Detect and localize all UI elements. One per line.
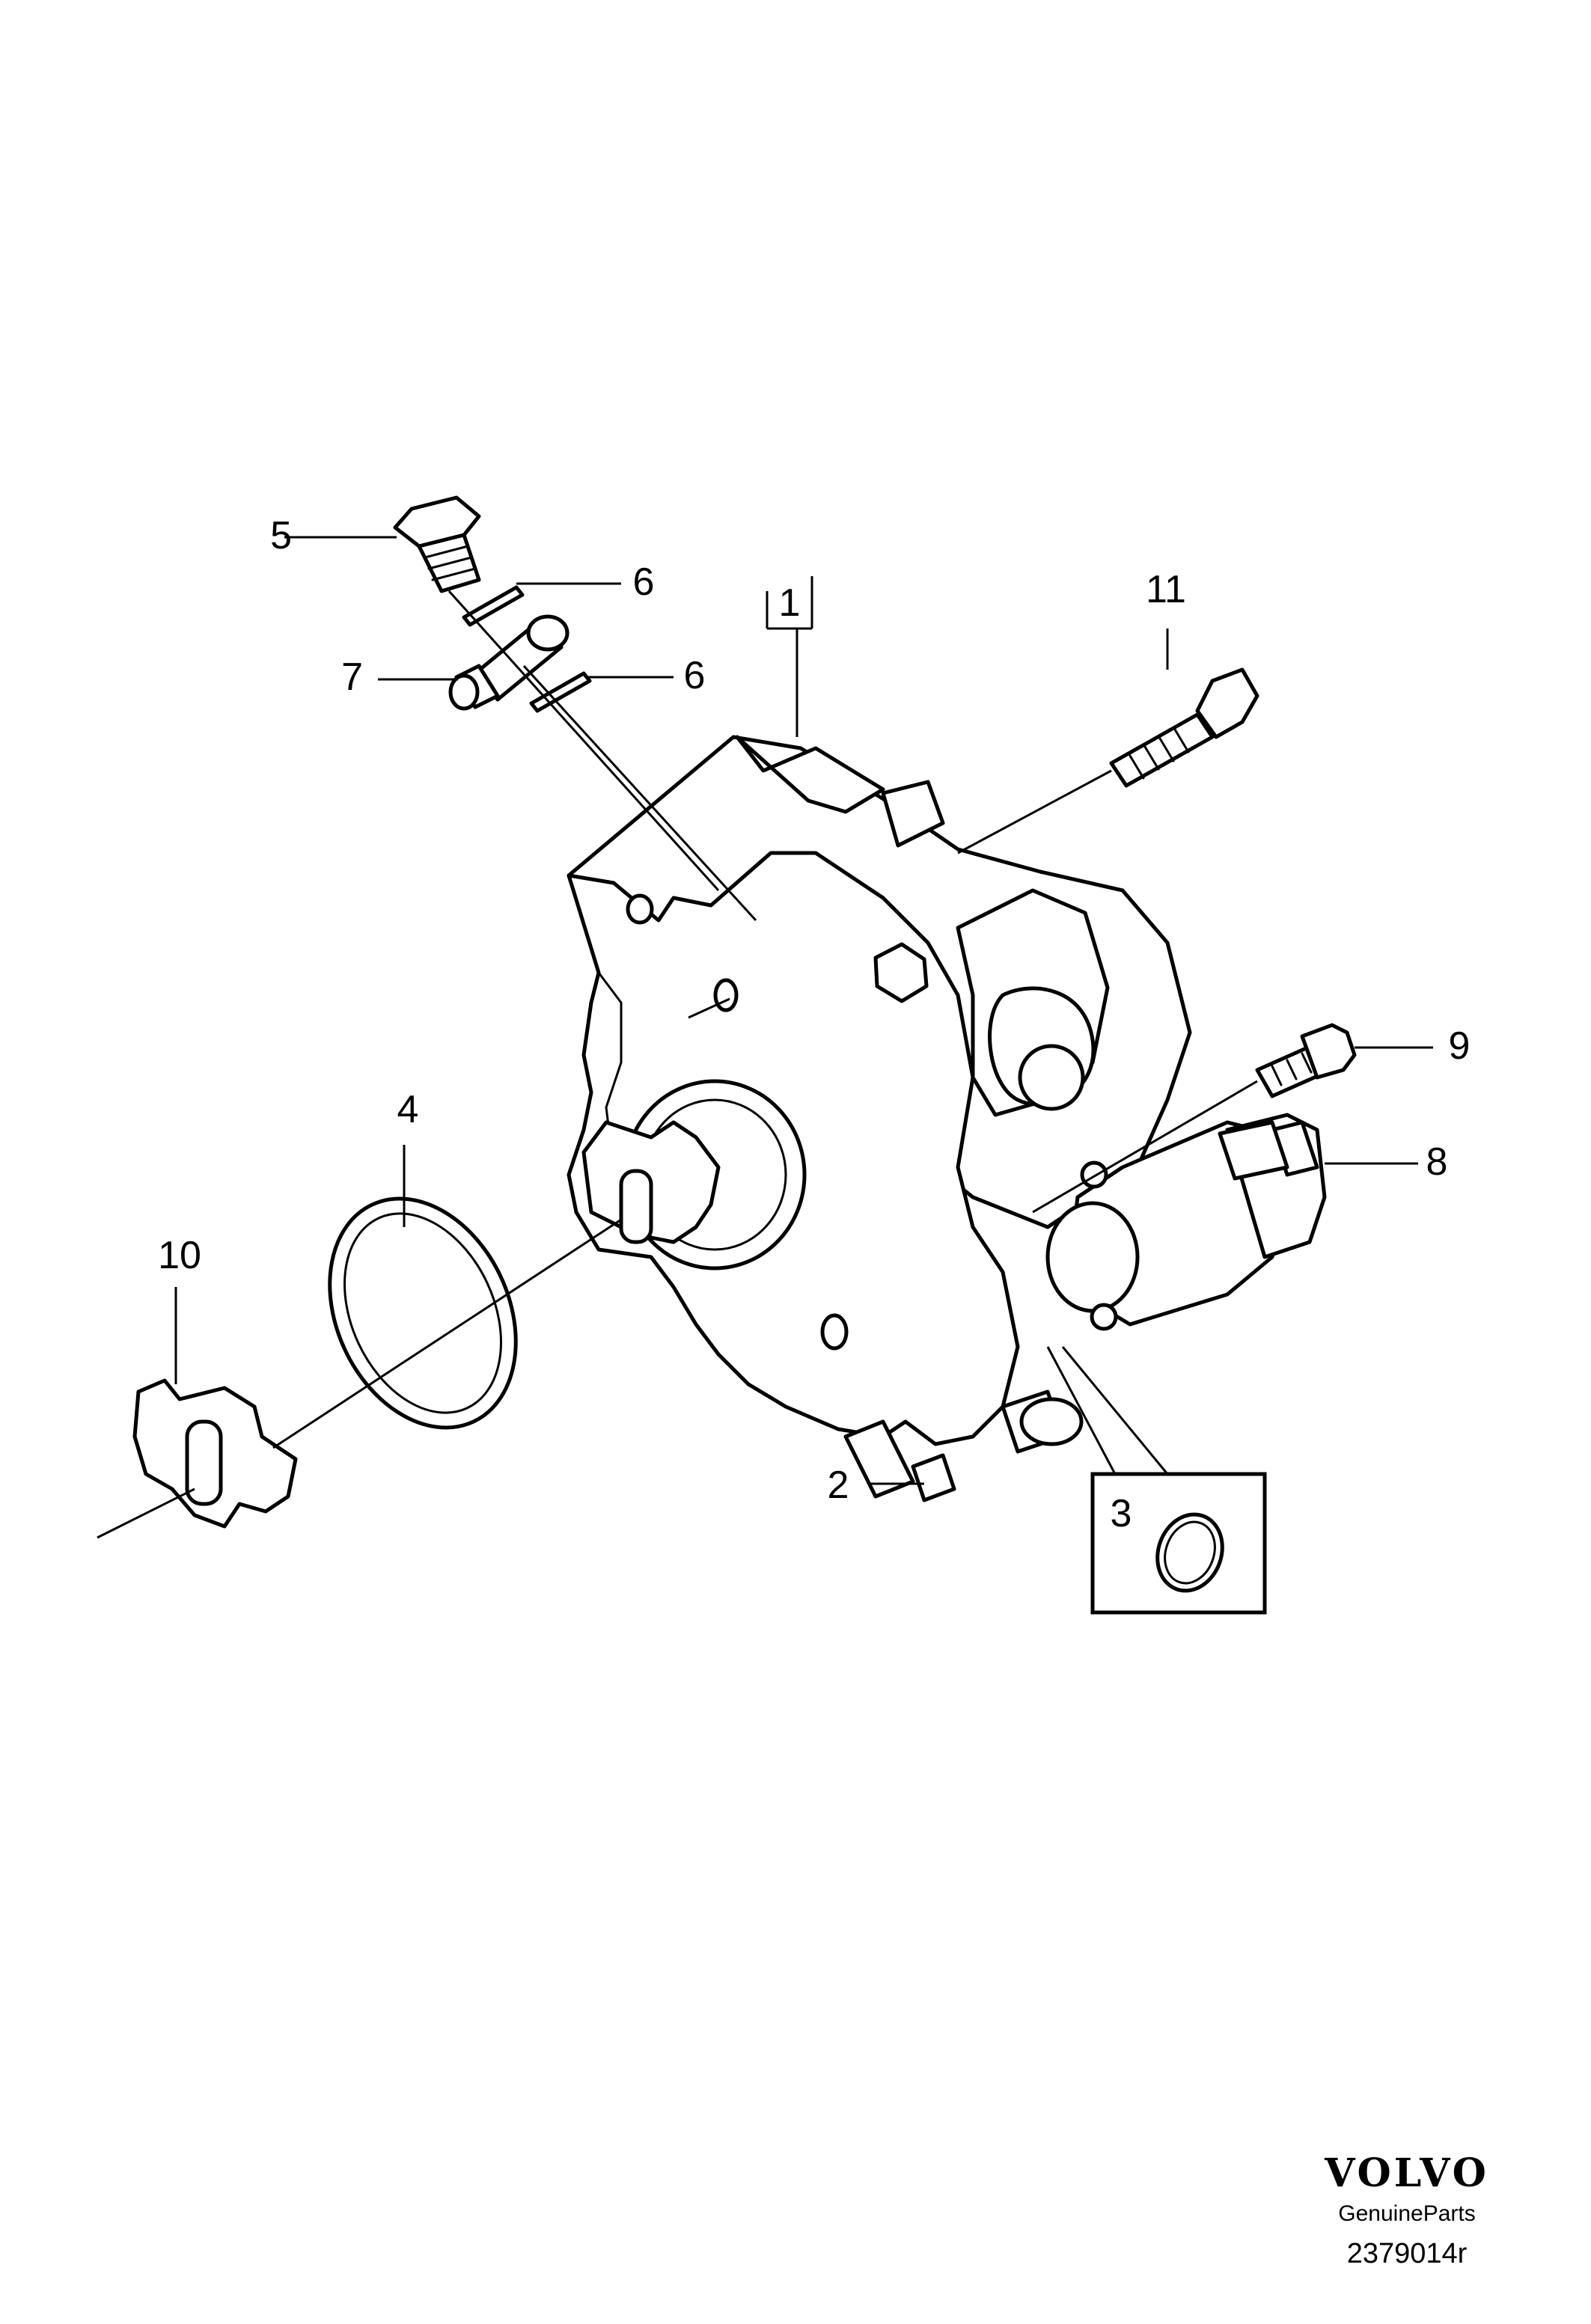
callout-labels: 1 2 3 4 5 6 6 7 8 9 10 11 xyxy=(158,514,1470,1535)
connector-nipple xyxy=(448,614,569,711)
callout-5: 5 xyxy=(270,514,292,557)
callout-1: 1 xyxy=(779,581,801,625)
drive-coupling xyxy=(132,1378,298,1529)
brand-block: VOLVO GenuineParts 2379014r xyxy=(1324,2150,1489,2269)
callout-8: 8 xyxy=(1426,1140,1448,1184)
volvo-logo: VOLVO xyxy=(1324,2150,1489,2196)
plug-screw xyxy=(393,495,481,593)
fuel-pump-body xyxy=(567,735,1192,1502)
callout-6-lower: 6 xyxy=(684,654,706,697)
o-ring-upper xyxy=(462,585,525,627)
leader-lines xyxy=(97,536,1433,1539)
callout-6-upper: 6 xyxy=(633,560,655,604)
callout-4: 4 xyxy=(397,1088,419,1131)
pressure-regulator-valve xyxy=(1045,1113,1327,1331)
regulator-screw xyxy=(1255,1023,1357,1098)
flange-bolt xyxy=(1109,667,1259,788)
callout-9: 9 xyxy=(1449,1024,1471,1068)
callout-11: 11 xyxy=(1146,568,1186,611)
callout-3: 3 xyxy=(1111,1492,1132,1535)
callout-2: 2 xyxy=(828,1464,849,1507)
callout-7: 7 xyxy=(341,655,363,699)
o-ring-lower xyxy=(529,671,592,713)
genuine-parts-label: GenuineParts xyxy=(1338,2201,1475,2226)
callout-10: 10 xyxy=(158,1234,201,1277)
drawing-number: 2379014r xyxy=(1347,2238,1468,2269)
large-o-ring xyxy=(328,1196,518,1430)
seal-box xyxy=(1090,1472,1267,1615)
